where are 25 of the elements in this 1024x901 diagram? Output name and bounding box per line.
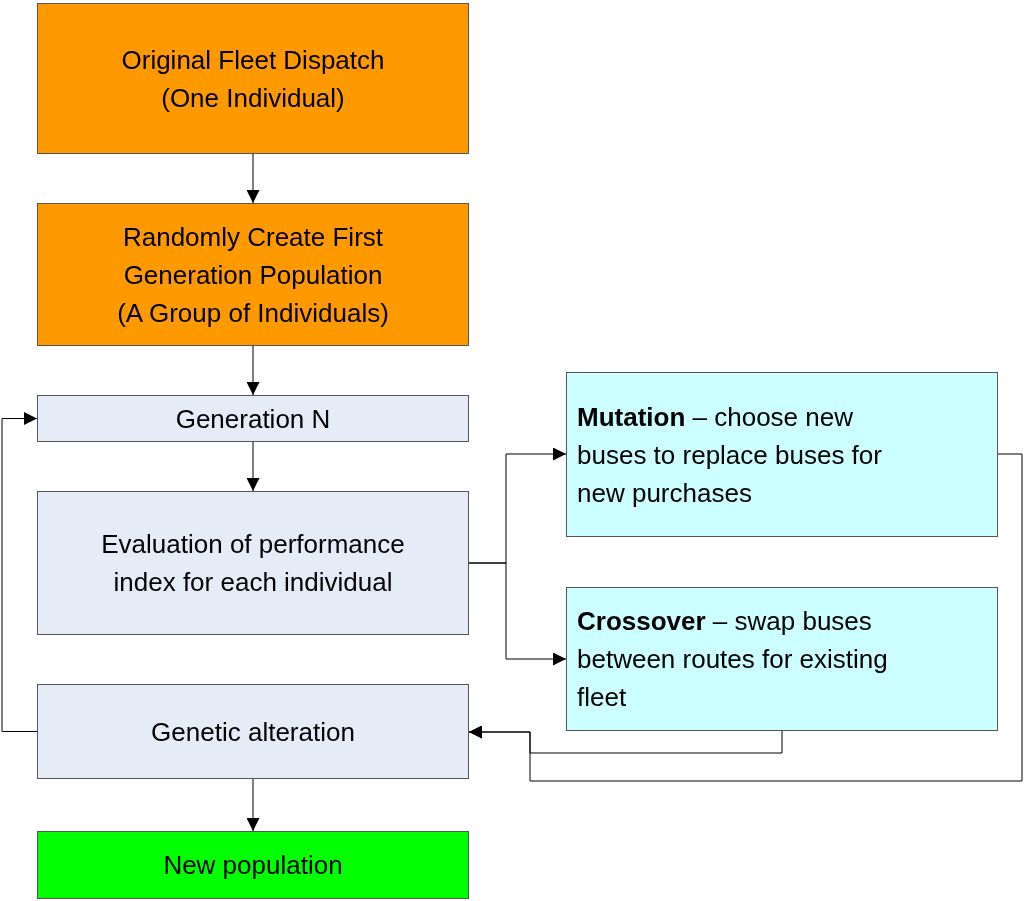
process-box: [37, 203, 469, 346]
node-text: Randomly Create First Generation Population: [121, 220, 385, 292]
process-box: [37, 3, 469, 154]
node-text: Generation N: [175, 402, 331, 436]
end-box: [37, 831, 469, 899]
process-box: [37, 684, 469, 779]
arrow: [1, 412, 38, 732]
operator-box: [566, 372, 998, 537]
node-text: (One Individual): [161, 81, 345, 115]
node-text: (A Group of Individuals): [117, 296, 389, 330]
operator-box: [566, 587, 998, 731]
arrow: [246, 441, 260, 492]
node-text: Evaluation of performance index for each individual: [100, 528, 406, 599]
node-text: Crossover – swap buses between routes for existing fleet: [577, 605, 889, 714]
arrow: [246, 345, 260, 396]
process-box: [37, 491, 469, 635]
node-text: Genetic alteration: [151, 715, 355, 749]
arrow: [468, 725, 783, 754]
node-text: New population: [163, 849, 343, 882]
node-text: Mutation – choose new buses to replace buses for new purchases: [577, 400, 883, 510]
node-text: Original Fleet Dispatch: [121, 43, 385, 77]
arrow: [246, 153, 260, 204]
arrow: [246, 778, 260, 832]
process-box: [37, 395, 469, 442]
arrow: [468, 562, 567, 666]
